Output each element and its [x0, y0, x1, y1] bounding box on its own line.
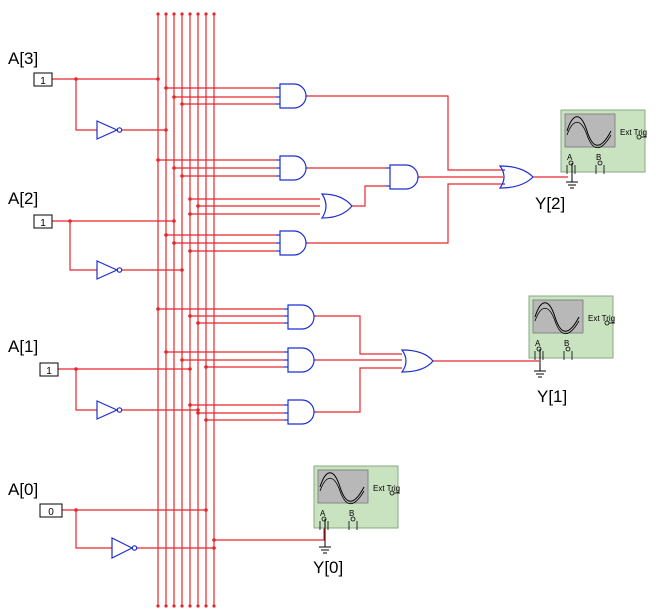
channel-a-label: A: [567, 153, 573, 162]
or-gate: [320, 193, 353, 219]
input-label: A[1]: [8, 337, 38, 356]
input-value: 0: [48, 507, 54, 518]
and-gate: [279, 155, 307, 181]
signal-bus: [157, 14, 215, 606]
ext-trig-label: Ext Trig: [373, 484, 400, 493]
inverter: [96, 120, 119, 140]
input-A2[interactable]: A[2] 1: [8, 189, 53, 229]
input-value: 1: [46, 366, 52, 377]
or-gate: [400, 349, 434, 373]
input-value: 1: [40, 76, 46, 87]
input-label: A[2]: [8, 189, 38, 208]
input-A3[interactable]: A[3] 1: [8, 49, 53, 87]
and-gate: [389, 164, 419, 190]
and-gate: [279, 83, 307, 109]
oscilloscope-Y0[interactable]: Ext Trig A B: [313, 465, 401, 531]
logic-gates: [96, 83, 534, 559]
channel-b-label: B: [564, 339, 569, 348]
bus-end-dots: [156, 12, 216, 608]
input-A0[interactable]: A[0] 0: [8, 480, 63, 518]
and-gate: [287, 347, 315, 373]
input-wiring: [52, 78, 214, 549]
and-gate: [279, 230, 307, 256]
ext-trig-label: Ext Trig: [620, 128, 647, 137]
gate-wiring: [158, 87, 568, 541]
input-label: A[0]: [8, 480, 38, 499]
channel-a-label: A: [320, 509, 326, 518]
channel-b-label: B: [596, 153, 601, 162]
channel-a-label: A: [535, 339, 541, 348]
oscilloscope-Y2[interactable]: Ext Trig A B: [560, 109, 648, 175]
junction-dots: [68, 77, 216, 550]
output-label-Y0: Y[0]: [313, 558, 343, 577]
inverter: [96, 400, 119, 420]
inverter: [111, 537, 134, 559]
or-gate: [498, 165, 534, 189]
input-label: A[3]: [8, 49, 38, 68]
oscilloscope-Y1[interactable]: Ext Trig A B: [528, 295, 616, 361]
and-gate: [287, 304, 315, 330]
ground-symbols: [319, 163, 578, 554]
output-label-Y2: Y[2]: [535, 194, 565, 213]
output-label-Y1: Y[1]: [537, 387, 567, 406]
input-value: 1: [40, 218, 46, 229]
ext-trig-label: Ext Trig: [588, 314, 615, 323]
and-gate: [287, 399, 315, 425]
input-A1[interactable]: A[1] 1: [8, 337, 59, 377]
channel-b-label: B: [349, 509, 354, 518]
inverter: [96, 260, 119, 280]
